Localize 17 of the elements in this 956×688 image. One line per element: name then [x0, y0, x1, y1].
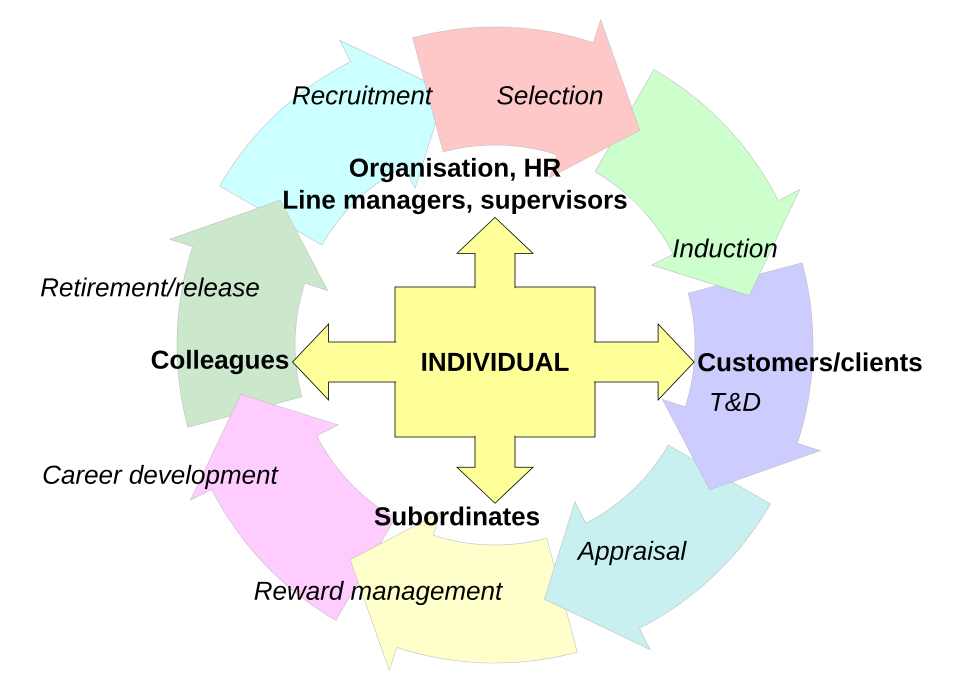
cross-arrow-arm	[292, 323, 397, 401]
cross-arrow-arm	[456, 435, 534, 504]
group-label: Subordinates	[374, 506, 540, 526]
stage-label: Career development	[44, 464, 279, 490]
stage-label: Appraisal	[576, 540, 687, 566]
group-label: Customers/clients	[698, 352, 922, 372]
stage-label: Recruitment	[292, 85, 433, 105]
group-label: Organisation, HR Line managers, supervisors	[284, 158, 627, 214]
cross-arrow-center: INDIVIDUAL	[394, 286, 596, 438]
stage-label: Induction	[673, 238, 777, 258]
stage-label: Reward management	[254, 580, 504, 606]
stage-label: Selection	[497, 85, 602, 105]
group-label: Colleagues	[152, 350, 288, 374]
stage-label: T&D	[711, 392, 760, 412]
cross-arrow-arm	[456, 216, 534, 289]
cross-arrow-arm	[593, 323, 695, 401]
stage-label: Retirement/release	[40, 277, 259, 297]
